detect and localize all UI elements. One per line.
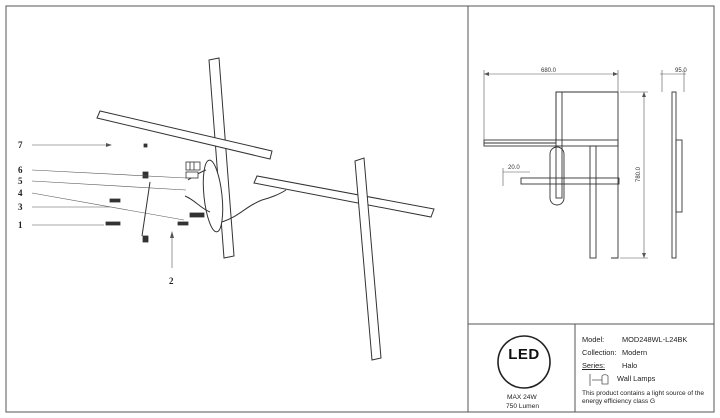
product-type: Wall Lamps <box>617 374 656 383</box>
horizontal-light-bar-2 <box>253 175 435 218</box>
callout-7: 7 <box>18 140 23 150</box>
callout-5: 5 <box>18 176 23 186</box>
dimension-height: 780.0 <box>636 166 642 182</box>
led-badge-icon <box>497 335 551 389</box>
series-label: Series: <box>582 361 606 370</box>
dimension-depth: 95.0 <box>675 68 687 74</box>
model-value: MOD248WL-L24BK <box>622 335 688 344</box>
wiring <box>141 169 287 237</box>
series-value: Halo <box>622 361 638 370</box>
collection-label: Collection: <box>582 348 617 357</box>
screws <box>105 143 205 243</box>
lumen-output: 750 Lumen <box>506 403 539 410</box>
leader-arrows <box>106 143 174 238</box>
led-logo-text: LED <box>508 346 540 363</box>
max-power: MAX 24W <box>507 394 537 401</box>
front-bar-top <box>484 91 619 259</box>
dimension-lines <box>483 70 686 259</box>
dimension-arrows <box>484 72 646 258</box>
front-bar-horizontal-top <box>483 139 619 147</box>
front-bar-vertical-right <box>589 145 597 259</box>
callout-6: 6 <box>18 165 23 175</box>
front-view <box>483 91 620 259</box>
front-bar-horizontal-bottom <box>520 177 620 185</box>
front-bar-vertical-left <box>555 91 563 199</box>
dimension-profile: 20.0 <box>508 165 520 171</box>
callout-1: 1 <box>18 220 23 230</box>
mounting-plate <box>202 159 224 233</box>
collection-value: Modern <box>622 348 648 357</box>
callout-4: 4 <box>18 188 23 198</box>
exploded-view <box>96 57 435 361</box>
front-mounting-plate <box>549 146 565 206</box>
energy-class-note: This product contains a light source of … <box>582 390 705 405</box>
wall-lamp-icon <box>589 374 609 386</box>
terminal-block <box>185 161 201 179</box>
sheet-border <box>5 5 715 413</box>
model-label: Model: <box>582 335 605 344</box>
dimension-width: 680.0 <box>541 68 557 74</box>
side-view <box>671 91 683 259</box>
callout-3: 3 <box>18 202 23 212</box>
leader-lines <box>31 144 187 268</box>
vertical-light-bar-2 <box>354 157 382 361</box>
horizontal-light-bar-1 <box>96 110 273 160</box>
callout-2: 2 <box>169 276 174 286</box>
